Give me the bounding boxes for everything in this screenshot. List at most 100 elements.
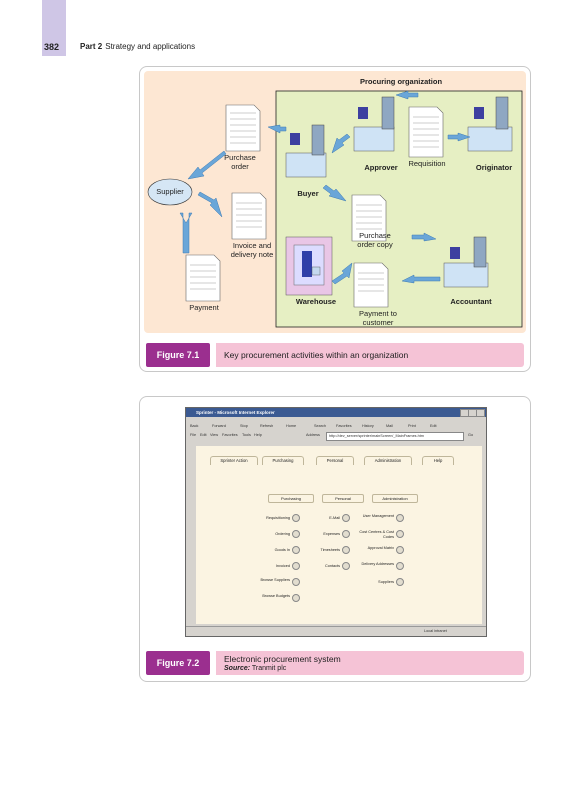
address-label: Address [306, 433, 320, 437]
figure-label: Figure 7.2 [146, 651, 210, 675]
item-browse-suppliers[interactable]: Browse Suppliers [260, 578, 290, 582]
email-icon[interactable] [342, 514, 350, 522]
approver-label: Approver [364, 163, 398, 172]
item-browse-budgets[interactable]: Browse Budgets [262, 594, 290, 598]
timesheets-icon[interactable] [342, 546, 350, 554]
item-suppliers[interactable]: Suppliers [378, 580, 394, 584]
item-approval-matrix[interactable]: Approval Matrix [367, 546, 394, 550]
toolbar: Back Forward Stop Refresh Home Search Fa… [190, 420, 460, 430]
tab-purchasing[interactable]: Purchasing [262, 456, 304, 465]
tab-administration[interactable]: Administration [364, 456, 412, 465]
tab-sprinter-action[interactable]: Sprinter Action [210, 456, 258, 465]
figure-7-1: Procuring organization Supplier Purchase… [139, 66, 531, 372]
menu-edit[interactable]: Edit [200, 433, 207, 437]
invoice-label: Invoice and delivery note [230, 241, 274, 260]
arrow-buyer-to-po [267, 124, 287, 134]
caption-text-box: Electronic procurement system Source: Tr… [216, 651, 524, 675]
col-purchasing: Purchasing [268, 494, 314, 503]
menu-file[interactable]: File [190, 433, 197, 437]
tab-help[interactable]: Help [422, 456, 454, 465]
toolbar-back[interactable]: Back [190, 424, 199, 428]
supplier-label: Supplier [156, 187, 184, 196]
delivery-addresses-icon[interactable] [396, 562, 404, 570]
toolbar-refresh[interactable]: Refresh [260, 424, 274, 428]
menu-tools[interactable]: Tools [242, 433, 251, 437]
item-requisitioning[interactable]: Requisitioning [266, 516, 290, 520]
app-page: Sprinter Action Purchasing Personal Admi… [196, 446, 482, 624]
expenses-icon[interactable] [342, 530, 350, 538]
arrow-approver-to-buyer [331, 133, 351, 154]
requisitioning-icon[interactable] [292, 514, 300, 522]
col-personal: Personal [322, 494, 364, 503]
ordering-icon[interactable] [292, 530, 300, 538]
payment-label: Payment [189, 303, 219, 312]
caption-text: Electronic procurement system [224, 654, 341, 664]
po-copy-label: Purchase order copy [357, 231, 393, 250]
purchase-order-label: Purchase order [224, 153, 256, 172]
address-value: http://dev_server/sprinter/mainScreen/_M… [329, 434, 424, 438]
invoiced-icon[interactable] [292, 562, 300, 570]
toolbar-search[interactable]: Search [314, 424, 327, 428]
arrow-buyer-to-pocopy [322, 184, 347, 202]
cost-centres-icon[interactable] [396, 530, 404, 538]
buyer-workstation [285, 124, 327, 178]
item-cost-centres[interactable]: Cost Centres & Cost Codes [359, 530, 394, 539]
toolbar-stop[interactable]: Stop [240, 424, 248, 428]
item-contacts[interactable]: Contacts [325, 564, 340, 568]
item-user-management[interactable]: User Management [362, 514, 394, 518]
goods-in-icon[interactable] [292, 546, 300, 554]
status-bar: Local intranet [186, 626, 486, 636]
arrow-po-to-supplier [187, 150, 227, 180]
arrow-accountant-to-payment [401, 274, 441, 284]
menu-favorites[interactable]: Favorites [222, 433, 238, 437]
part-label: Part 2 [80, 42, 103, 51]
item-goods-in[interactable]: Goods In [274, 548, 290, 552]
accountant-label: Accountant [450, 297, 492, 306]
supplier-node [147, 178, 193, 206]
app-tabs: Sprinter Action Purchasing Personal Admi… [210, 456, 472, 465]
toolbar-edit[interactable]: Edit [430, 424, 437, 428]
figure-7-2-caption: Figure 7.2 Electronic procurement system… [146, 651, 524, 675]
toolbar-mail[interactable]: Mail [386, 424, 393, 428]
item-invoiced[interactable]: Invoiced [275, 564, 290, 568]
page-number: 382 [44, 42, 60, 52]
toolbar-favorites[interactable]: Favorites [336, 424, 352, 428]
suppliers-icon[interactable] [396, 578, 404, 586]
tab-personal[interactable]: Personal [316, 456, 354, 465]
browse-budgets-icon[interactable] [292, 594, 300, 602]
originator-workstation [467, 96, 513, 152]
browse-suppliers-icon[interactable] [292, 578, 300, 586]
originator-label: Originator [475, 163, 513, 172]
source-label: Source: [224, 665, 251, 672]
item-email[interactable]: E-Mail [329, 516, 340, 520]
arrow-pocopy-to-accountant [411, 232, 437, 242]
toolbar-print[interactable]: Print [408, 424, 416, 428]
item-timesheets[interactable]: Timesheets [320, 548, 340, 552]
contacts-icon[interactable] [342, 562, 350, 570]
toolbar-history[interactable]: History [362, 424, 374, 428]
browser-screenshot: Sprinter - Microsoft Internet Explorer B… [185, 407, 487, 637]
menu-view[interactable]: View [210, 433, 219, 437]
window-title: Sprinter - Microsoft Internet Explorer [186, 408, 486, 417]
toolbar-home[interactable]: Home [286, 424, 297, 428]
toolbar-forward[interactable]: Forward [212, 424, 226, 428]
item-expenses[interactable]: Expenses [323, 532, 340, 536]
menu-bar: File Edit View Favorites Tools Help [190, 432, 290, 440]
item-ordering[interactable]: Ordering [275, 532, 290, 536]
caption-text: Key procurement activities within an org… [224, 350, 409, 360]
procurement-diagram [144, 71, 526, 333]
approval-matrix-icon[interactable] [396, 546, 404, 554]
item-delivery-addresses[interactable]: Delivery Addresses [361, 562, 395, 566]
arrow-payment-to-supplier [179, 212, 193, 254]
go-button[interactable]: Go [468, 433, 474, 437]
close-button[interactable] [476, 409, 485, 417]
arrow-orig-to-req [447, 132, 471, 142]
menu-help[interactable]: Help [254, 433, 262, 437]
figure-7-1-caption: Figure 7.1 Key procurement activities wi… [146, 343, 524, 367]
purchase-order-doc [225, 104, 261, 152]
address-bar[interactable]: http://dev_server/sprinter/mainScreen/_M… [326, 432, 464, 441]
user-management-icon[interactable] [396, 514, 404, 522]
buyer-label: Buyer [297, 189, 319, 198]
page-tab [42, 0, 66, 56]
